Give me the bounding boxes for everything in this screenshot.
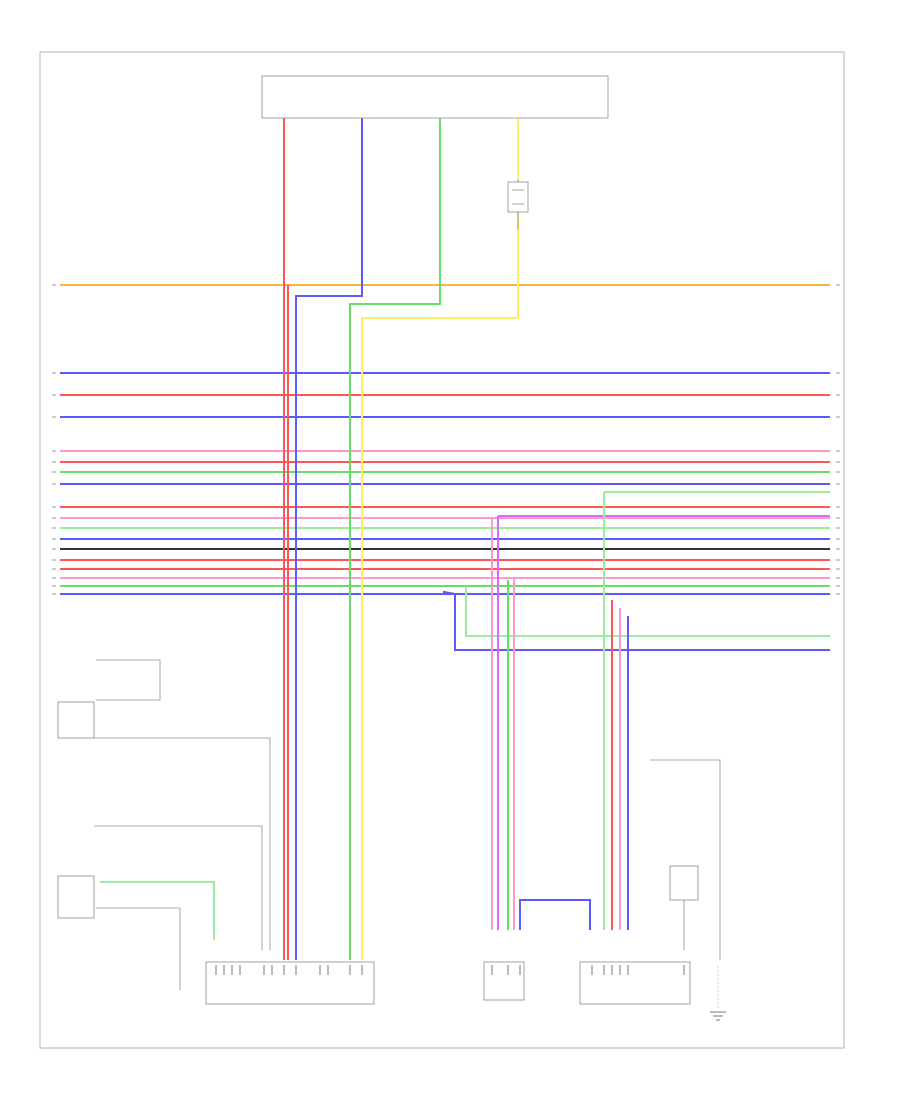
ground-icon [710, 1011, 726, 1021]
connector-pins [215, 965, 685, 975]
sensor [669, 865, 699, 901]
relay [507, 181, 529, 213]
diagram-frame [39, 51, 845, 1049]
switch-1 [57, 701, 95, 739]
horizontal-wires [52, 284, 840, 595]
ecu-center [483, 961, 525, 1001]
wire-route-19 [100, 881, 215, 940]
switch-2 [57, 875, 95, 919]
wire-route-6 [443, 590, 830, 651]
wire-route-3 [295, 118, 363, 960]
fuse-block [261, 75, 609, 119]
wire-route-18 [519, 899, 591, 930]
ecu-right [579, 961, 691, 1005]
wire-route-7 [465, 586, 830, 637]
wire-route-4 [349, 118, 441, 960]
ground-and-signal-lines [94, 180, 721, 1010]
components [57, 75, 699, 1005]
ecu-main [205, 961, 375, 1005]
